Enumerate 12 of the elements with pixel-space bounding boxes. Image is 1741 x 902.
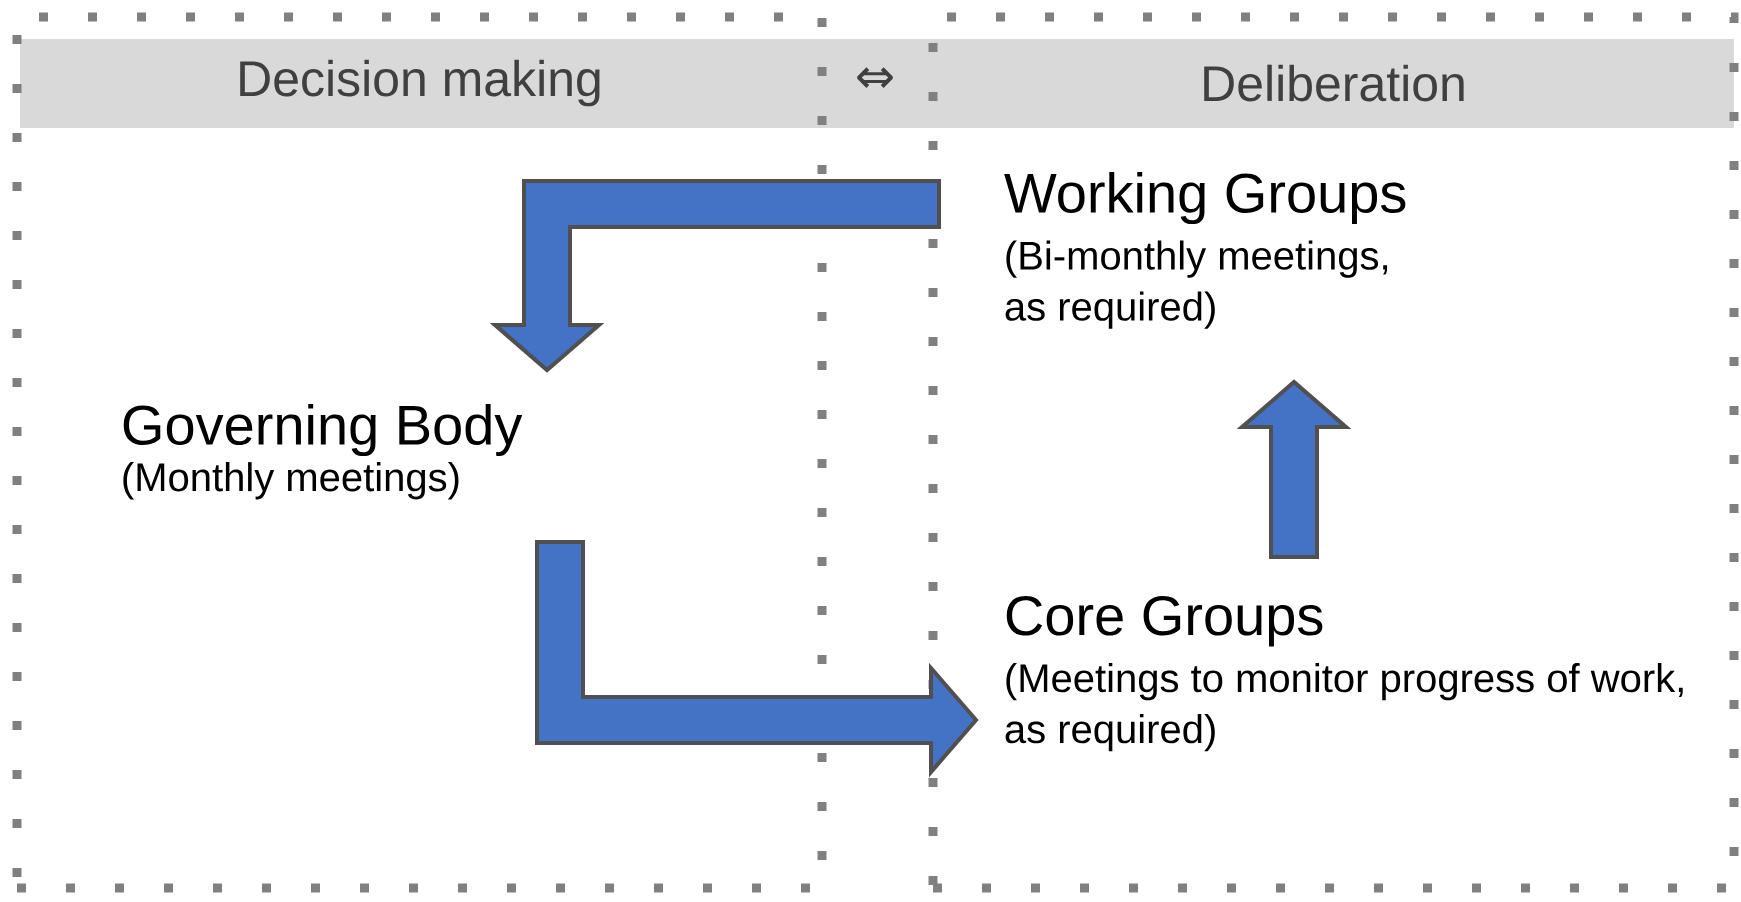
subtitle: (Bi-monthly meetings, as required) xyxy=(1005,240,1388,329)
panel-heading: Deliberation xyxy=(1204,64,1464,102)
block-arrow xyxy=(489,179,941,373)
subtitle: (Meetings to monitor progress of work, as required) xyxy=(1005,663,1683,752)
double-arrow-symbol: ⇔ xyxy=(857,67,893,88)
heading: Working Groups xyxy=(1004,171,1406,225)
panel-heading: Decision making xyxy=(240,59,600,107)
block-arrow xyxy=(1236,379,1352,559)
heading: Core Groups xyxy=(1006,595,1323,647)
heading: Governing Body xyxy=(123,403,523,457)
subtitle: (Monthly meetings) xyxy=(123,462,459,500)
block-arrow xyxy=(535,540,979,778)
